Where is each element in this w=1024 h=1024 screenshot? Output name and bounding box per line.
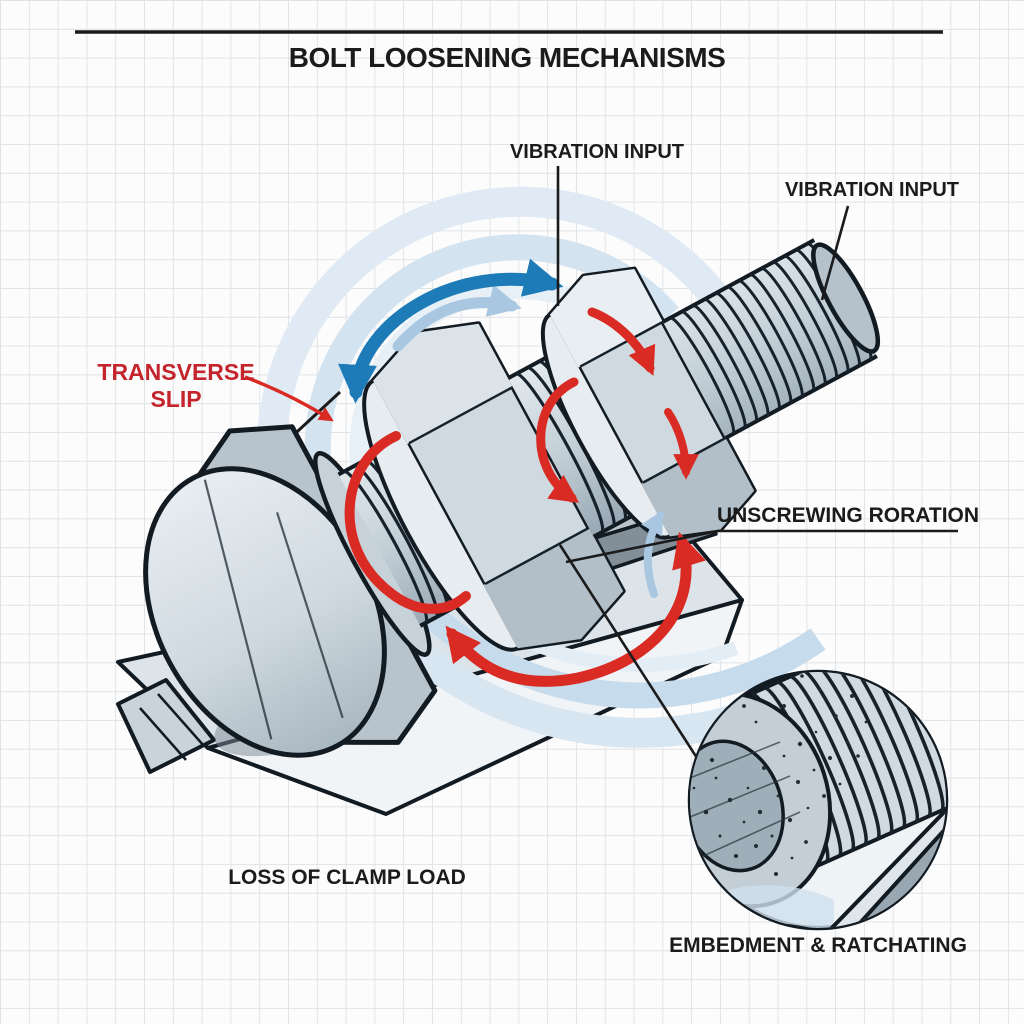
page-title: BOLT LOOSENING MECHANISMS [289, 42, 726, 73]
loosening-rotation-arrow-bottom [445, 531, 706, 687]
nut-rotation-arrow-side [664, 408, 699, 480]
label-embedment-ratcheting: EMBEDMENT & RATCHATING [669, 934, 967, 957]
leader-inset [558, 544, 699, 759]
transverse-slip-pointer [244, 375, 334, 422]
oscillation-arrow [338, 258, 564, 404]
leader-unscrewing [565, 529, 958, 564]
motion-arrows [338, 258, 706, 687]
bolt-assembly [143, 238, 881, 758]
label-loss-of-clamp-load: LOSS OF CLAMP LOAD [228, 866, 466, 889]
label-unscrewing-rotation: UNSCREWING RORATION [717, 504, 979, 527]
diagram-labels: VIBRATION INPUT VIBRATION INPUT TRANSVER… [97, 141, 979, 957]
leader-vibration-right [820, 205, 850, 301]
nut-rotation-arrow-top [587, 307, 656, 376]
label-vibration-input-left: VIBRATION INPUT [510, 141, 684, 163]
label-vibration-input-right: VIBRATION INPUT [785, 179, 959, 201]
plate-left-tab [116, 678, 216, 774]
label-transverse-slip-line2: SLIP [150, 386, 201, 412]
label-transverse-slip-line1: TRANSVERSE [97, 359, 254, 385]
leader-lines [556, 166, 958, 759]
unscrewing-arc-left [344, 431, 471, 614]
unscrewing-arc-middle [536, 377, 580, 503]
head-chamfer-lines [203, 479, 344, 740]
